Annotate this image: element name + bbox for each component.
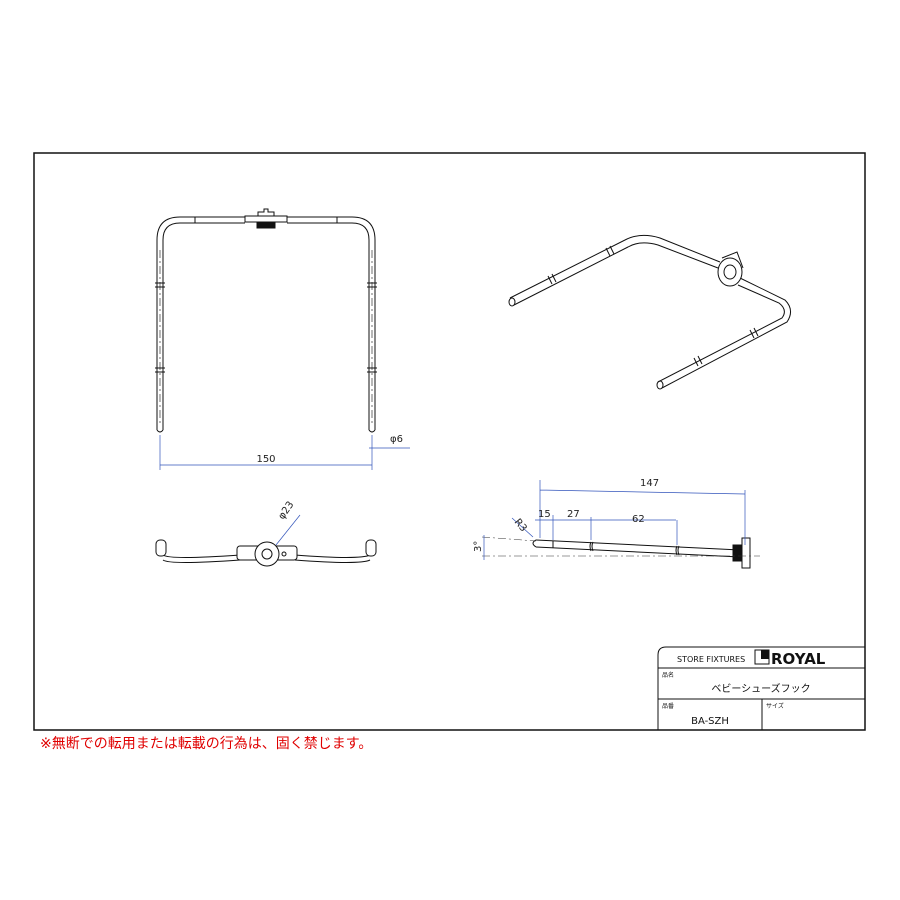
size-label: サイズ: [766, 702, 784, 710]
dim-hub-diameter: φ23: [276, 500, 296, 522]
dim-radius: R3: [512, 517, 529, 534]
royal-logo: ROYAL: [754, 649, 826, 668]
product-code: BA-SZH: [691, 716, 729, 727]
isometric-view: [508, 234, 791, 390]
drawing-border: [33, 152, 866, 731]
dim-tube-diameter: φ6: [390, 434, 403, 445]
dim-seg2: 27: [567, 509, 580, 520]
side-view: 147 15 27 62 R3 3°: [473, 478, 760, 569]
dim-angle: 3°: [473, 541, 484, 552]
title-block: STORE FIXTURES ROYAL 品名 ベビーシューズフック 品番 BA…: [657, 646, 865, 730]
width-dimension: 150 φ6: [159, 434, 410, 470]
copyright-notice: ※無断での転用または転載の行為は、固く禁じます。: [40, 736, 373, 752]
name-label: 品名: [662, 671, 674, 679]
dim-length: 147: [640, 478, 659, 489]
front-view: [155, 208, 377, 433]
svg-text:ROYAL: ROYAL: [771, 650, 826, 668]
dim-seg1: 15: [538, 509, 551, 520]
code-label: 品番: [662, 703, 674, 710]
product-name: ベビーシューズフック: [711, 682, 810, 695]
dim-seg3: 62: [632, 514, 645, 525]
dim-width: 150: [256, 454, 275, 465]
bottom-view: [155, 514, 377, 567]
company-label: STORE FIXTURES: [677, 655, 745, 664]
